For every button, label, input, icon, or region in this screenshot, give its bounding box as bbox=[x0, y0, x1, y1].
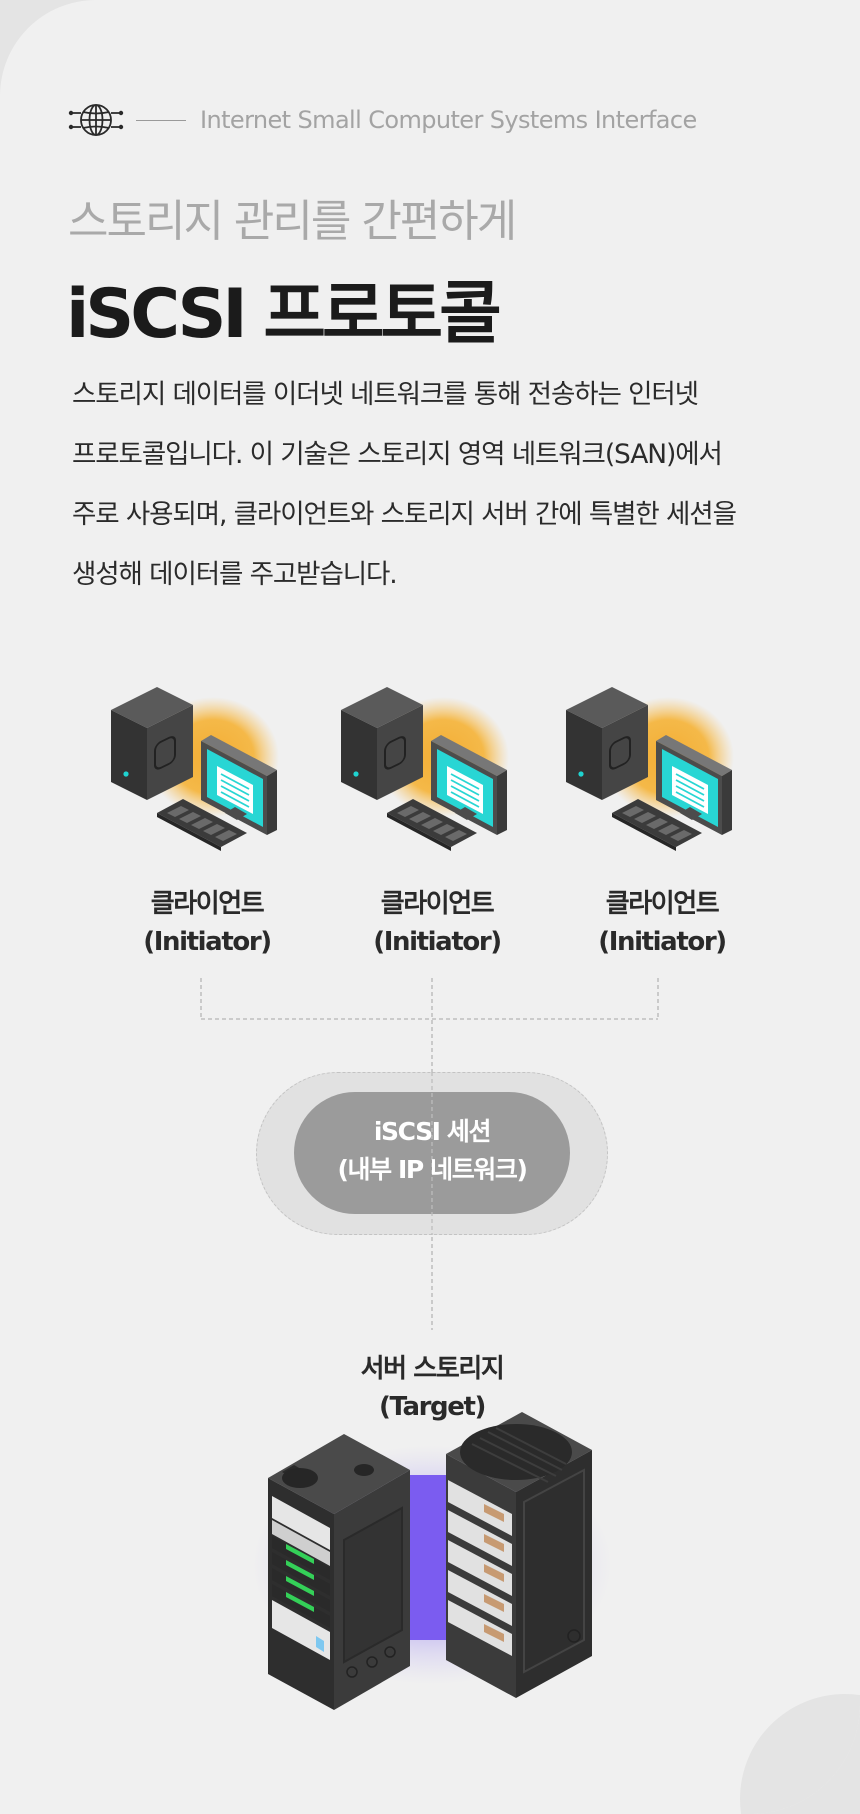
client-label: 클라이언트 (Initiator) bbox=[552, 885, 772, 961]
desktop-computer-icon bbox=[340, 686, 510, 852]
description-line: 스토리지 데이터를 이더넷 네트워크를 통해 전송하는 인터넷 bbox=[72, 379, 699, 410]
client-label: 클라이언트 (Initiator) bbox=[97, 885, 317, 961]
client-role: (Initiator) bbox=[373, 927, 502, 957]
client-name: 클라이언트 bbox=[380, 889, 495, 919]
client-node: 클라이언트 (Initiator) bbox=[552, 675, 772, 961]
description-line: 생성해 데이터를 주고받습니다. bbox=[72, 559, 398, 590]
client-name: 클라이언트 bbox=[150, 889, 265, 919]
eyebrow-text: Internet Small Computer Systems Interfac… bbox=[200, 106, 697, 134]
page-title: iSCSI 프로토콜 bbox=[66, 275, 502, 354]
client-name: 클라이언트 bbox=[605, 889, 720, 919]
corner-decoration bbox=[740, 1694, 860, 1814]
client-node: 클라이언트 (Initiator) bbox=[327, 675, 547, 961]
description: 스토리지 데이터를 이더넷 네트워크를 통해 전송하는 인터넷 프로토콜입니다.… bbox=[72, 365, 792, 605]
session-subtitle: (내부 IP 네트워크) bbox=[337, 1155, 527, 1184]
client-role: (Initiator) bbox=[598, 927, 727, 957]
server-role: (Target) bbox=[379, 1392, 486, 1422]
client-label: 클라이언트 (Initiator) bbox=[327, 885, 547, 961]
server-name: 서버 스토리지 bbox=[360, 1354, 505, 1384]
client-role: (Initiator) bbox=[143, 927, 272, 957]
session-line-overlay bbox=[431, 1072, 433, 1235]
session-label: iSCSI 세션 (내부 IP 네트워크) bbox=[294, 1113, 570, 1189]
description-line: 주로 사용되며, 클라이언트와 스토리지 서버 간에 특별한 세션을 bbox=[72, 499, 737, 530]
subtitle: 스토리지 관리를 간편하게 bbox=[68, 196, 517, 247]
server-rack-icon bbox=[252, 1412, 612, 1710]
eyebrow-divider bbox=[136, 119, 186, 121]
globe-network-icon bbox=[68, 104, 124, 136]
desktop-computer-icon bbox=[110, 686, 280, 852]
session-title: iSCSI 세션 bbox=[373, 1117, 492, 1146]
eyebrow: Internet Small Computer Systems Interfac… bbox=[68, 100, 697, 140]
description-line: 프로토콜입니다. 이 기술은 스토리지 영역 네트워크(SAN)에서 bbox=[72, 439, 723, 470]
desktop-computer-icon bbox=[565, 686, 735, 852]
client-node: 클라이언트 (Initiator) bbox=[97, 675, 317, 961]
server-label: 서버 스토리지 (Target) bbox=[300, 1350, 564, 1426]
